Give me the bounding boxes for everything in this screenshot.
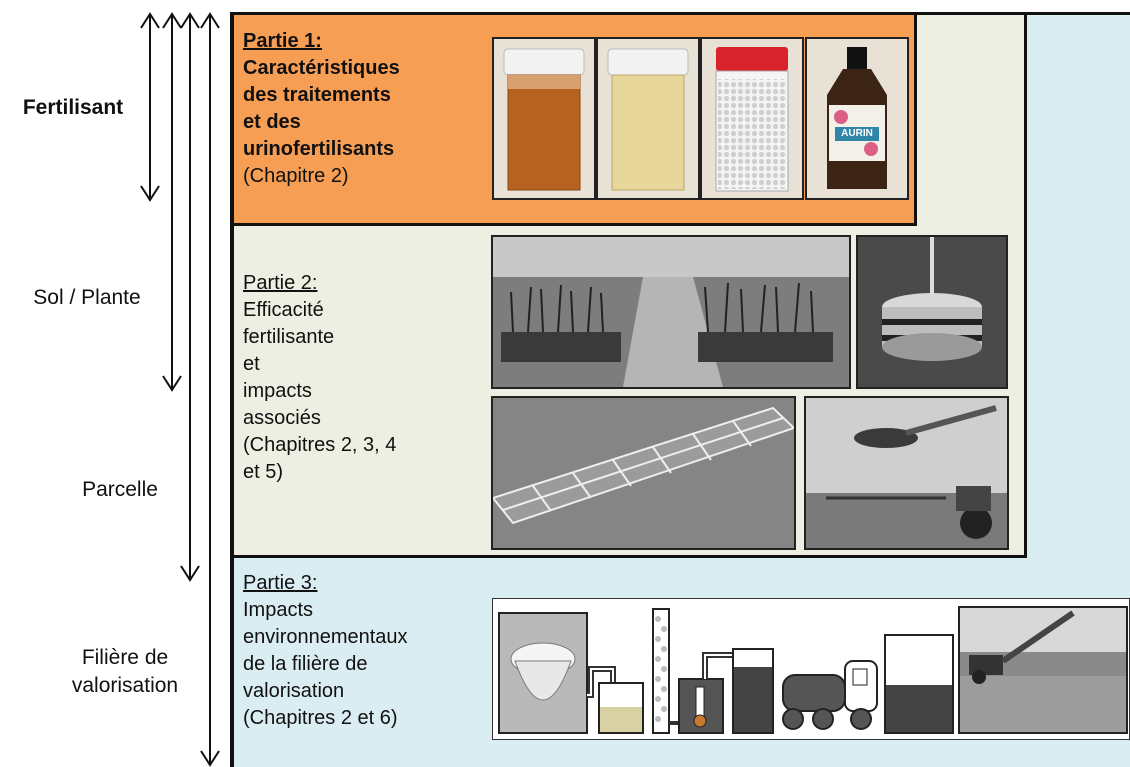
partie2-line: et <box>243 353 260 375</box>
scale-label-fertilisant: Fertilisant <box>22 96 124 119</box>
partie3-line: environnementaux <box>243 626 408 648</box>
aurin-bottle-label: AURIN <box>841 128 873 139</box>
field-sprayer-photo <box>804 396 1009 550</box>
partie1-title: Partie 1: <box>243 30 322 52</box>
partie2-line: fertilisante <box>243 326 335 348</box>
scale-label-filiere: Filière de valorisation <box>55 644 195 700</box>
jar-pellets-photo <box>700 37 804 200</box>
jar-light-urine-icon <box>607 48 689 191</box>
value-chain-illustration <box>492 598 1130 740</box>
partie2-line: impacts <box>243 380 312 402</box>
scale-arrows <box>140 12 220 767</box>
lab-chamber-illustration <box>858 237 1006 387</box>
partie1-chapter: (Chapitre 2) <box>243 165 349 187</box>
partie2-title: Partie 2: <box>243 272 318 294</box>
partie3-title: Partie 3: <box>243 572 318 594</box>
partie2-line: associés <box>243 407 321 429</box>
field-plots-photo <box>491 396 796 550</box>
greenhouse-pots-illustration <box>493 237 849 387</box>
partie2-line: Efficacité <box>243 299 324 321</box>
lab-chamber-photo <box>856 235 1008 389</box>
partie2-line: et 5) <box>243 461 284 483</box>
partie2-line: (Chapitres 2, 3, 4 <box>243 434 397 456</box>
jar-dark-urine-icon <box>503 48 585 191</box>
partie1-line: et des <box>243 111 301 133</box>
field-sprayer-illustration <box>806 398 1007 548</box>
scale-label-sol-plante: Sol / Plante <box>33 286 141 309</box>
partie3-text: Partie 3: Impacts environnementaux de la… <box>243 570 408 732</box>
partie3-line: Impacts <box>243 599 314 621</box>
aurin-bottle-photo: AURIN <box>805 37 909 200</box>
jar-pellets-icon <box>715 47 789 192</box>
jar-light-urine-photo <box>596 37 700 200</box>
scale-label-filiere-line2: valorisation <box>71 674 179 697</box>
field-plots-illustration <box>493 398 794 548</box>
scale-label-filiere-line1: Filière de <box>81 646 169 669</box>
partie3-line: de la filière de <box>243 653 368 675</box>
scale-label-parcelle: Parcelle <box>82 478 158 501</box>
partie1-text: Partie 1: Caractéristiques des traitemen… <box>243 28 400 190</box>
value-chain-diagram <box>498 606 1128 734</box>
partie2-text: Partie 2: Efficacité fertilisante et imp… <box>243 270 396 486</box>
aurin-bottle-icon <box>827 47 887 189</box>
partie1-line: Caractéristiques <box>243 57 400 79</box>
partie3-line: (Chapitres 2 et 6) <box>243 707 398 729</box>
partie1-line: des traitements <box>243 84 391 106</box>
partie1-line: urinofertilisants <box>243 138 395 160</box>
partie3-line: valorisation <box>243 680 345 702</box>
greenhouse-pots-photo <box>491 235 851 389</box>
jar-dark-urine-photo <box>492 37 596 200</box>
panel-left-border <box>230 12 234 767</box>
partie3-top-border <box>230 12 1130 15</box>
